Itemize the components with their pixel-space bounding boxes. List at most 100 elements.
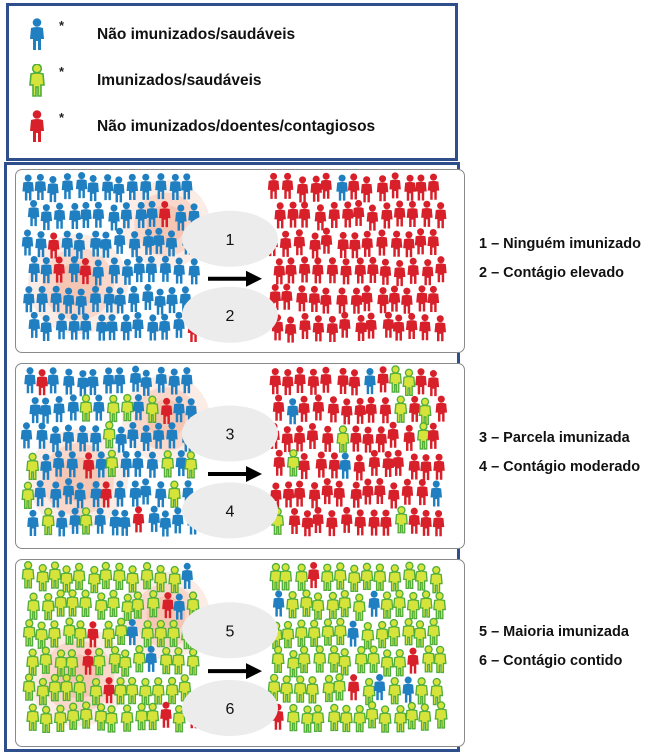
yellow-person-icon bbox=[99, 561, 113, 590]
yellow-person-icon bbox=[120, 393, 134, 422]
yellow-person-icon bbox=[327, 703, 341, 732]
blue-person-icon bbox=[140, 369, 152, 396]
yellow-person-icon bbox=[146, 589, 160, 618]
blue-person-icon bbox=[127, 421, 139, 449]
red-person-icon bbox=[47, 232, 60, 259]
red-person-icon bbox=[360, 176, 373, 203]
blue-person-icon bbox=[175, 204, 187, 231]
red-person-icon bbox=[82, 452, 95, 479]
red-person-icon bbox=[408, 395, 421, 422]
blue-person-icon bbox=[28, 255, 40, 283]
blue-person-icon bbox=[108, 204, 120, 231]
red-person-icon bbox=[279, 230, 292, 257]
blue-person-icon bbox=[148, 505, 160, 532]
blue-person-icon bbox=[109, 509, 121, 536]
red-person-icon bbox=[354, 509, 366, 536]
red-person-icon bbox=[421, 200, 433, 227]
caption-2: 2 – Contágio elevado bbox=[479, 265, 625, 281]
yellow-person-icon bbox=[105, 705, 118, 733]
blue-person-icon bbox=[286, 398, 299, 425]
caption-1: 1 – Ninguém imunizado bbox=[479, 236, 641, 252]
red-person-icon bbox=[320, 366, 332, 393]
blue-person-icon bbox=[158, 313, 171, 340]
step-bubble bbox=[182, 680, 278, 736]
blue-person-icon bbox=[113, 176, 125, 203]
red-person-icon bbox=[379, 258, 392, 285]
legend-label: Não imunizados/doentes/contagiosos bbox=[97, 118, 376, 135]
blue-person-icon bbox=[126, 619, 139, 646]
yellow-person-icon bbox=[165, 676, 179, 705]
blue-person-icon bbox=[55, 510, 68, 537]
red-person-icon bbox=[272, 394, 285, 421]
red-person-icon bbox=[416, 285, 428, 312]
blue-person-icon bbox=[146, 200, 158, 227]
yellow-person-icon bbox=[79, 701, 93, 729]
red-person-icon bbox=[365, 396, 377, 423]
yellow-person-icon bbox=[293, 675, 307, 703]
legend-box: * Não imunizados/saudáveis * Imunizados/… bbox=[6, 3, 458, 161]
yellow-person-icon bbox=[332, 673, 346, 701]
blue-person-icon bbox=[40, 204, 53, 231]
blue-person-icon bbox=[34, 173, 47, 200]
blue-person-icon bbox=[89, 285, 102, 312]
red-person-icon bbox=[347, 173, 360, 200]
red-person-icon bbox=[427, 228, 439, 256]
red-person-icon bbox=[293, 480, 306, 507]
yellow-person-icon bbox=[102, 421, 116, 449]
red-person-icon bbox=[387, 421, 399, 448]
yellow-person-icon bbox=[167, 619, 181, 648]
red-person-icon bbox=[341, 398, 353, 425]
yellow-person-icon bbox=[286, 590, 300, 619]
legend-label: Imunizados/saudáveis bbox=[97, 72, 262, 89]
blue-person-icon bbox=[139, 478, 152, 505]
blue-person-icon bbox=[154, 288, 166, 315]
red-person-icon bbox=[103, 677, 115, 704]
red-person-icon bbox=[420, 454, 432, 481]
red-person-icon bbox=[390, 230, 403, 257]
blue-person-icon bbox=[159, 510, 172, 537]
red-person-icon bbox=[388, 285, 401, 312]
red-person-icon bbox=[269, 368, 282, 395]
red-person-icon bbox=[407, 647, 419, 674]
yellow-person-icon bbox=[373, 563, 387, 591]
red-person-icon bbox=[162, 592, 174, 619]
yellow-person-icon bbox=[414, 563, 428, 591]
yellow-person-icon bbox=[184, 451, 198, 479]
red-person-icon bbox=[87, 621, 99, 648]
blue-person-icon bbox=[94, 507, 106, 534]
yellow-person-icon bbox=[418, 397, 432, 426]
yellow-person-icon bbox=[94, 703, 108, 731]
red-person-icon bbox=[403, 424, 416, 451]
yellow-person-icon bbox=[102, 620, 116, 649]
red-person-icon bbox=[298, 395, 310, 422]
yellow-person-icon bbox=[126, 565, 140, 593]
yellow-person-icon bbox=[389, 365, 402, 393]
red-person-icon bbox=[377, 287, 389, 314]
red-person-icon bbox=[366, 204, 379, 231]
blue-person-icon bbox=[129, 365, 142, 392]
blue-person-icon bbox=[24, 367, 36, 394]
blue-person-icon bbox=[76, 425, 89, 452]
red-person-icon bbox=[288, 507, 301, 535]
yellow-person-icon bbox=[422, 645, 436, 673]
red-person-icon bbox=[347, 674, 360, 701]
red-person-icon bbox=[355, 314, 367, 342]
blue-person-icon bbox=[87, 369, 99, 396]
red-person-icon bbox=[312, 257, 324, 284]
yellow-person-icon bbox=[402, 617, 416, 646]
red-person-icon bbox=[404, 174, 416, 201]
blue-person-icon bbox=[140, 173, 152, 200]
yellow-person-icon bbox=[327, 645, 341, 673]
blue-person-icon bbox=[145, 645, 157, 672]
red-person-icon bbox=[362, 426, 374, 453]
blue-person-icon bbox=[50, 285, 62, 312]
red-person-icon bbox=[361, 230, 373, 257]
blue-person-icon bbox=[147, 314, 159, 341]
blue-person-icon bbox=[87, 175, 99, 202]
step-number: 2 bbox=[226, 308, 235, 325]
red-person-icon bbox=[320, 172, 332, 199]
blue-person-icon bbox=[114, 480, 126, 507]
red-person-icon bbox=[354, 257, 367, 284]
blue-person-icon bbox=[132, 311, 144, 339]
yellow-person-icon bbox=[21, 481, 35, 509]
